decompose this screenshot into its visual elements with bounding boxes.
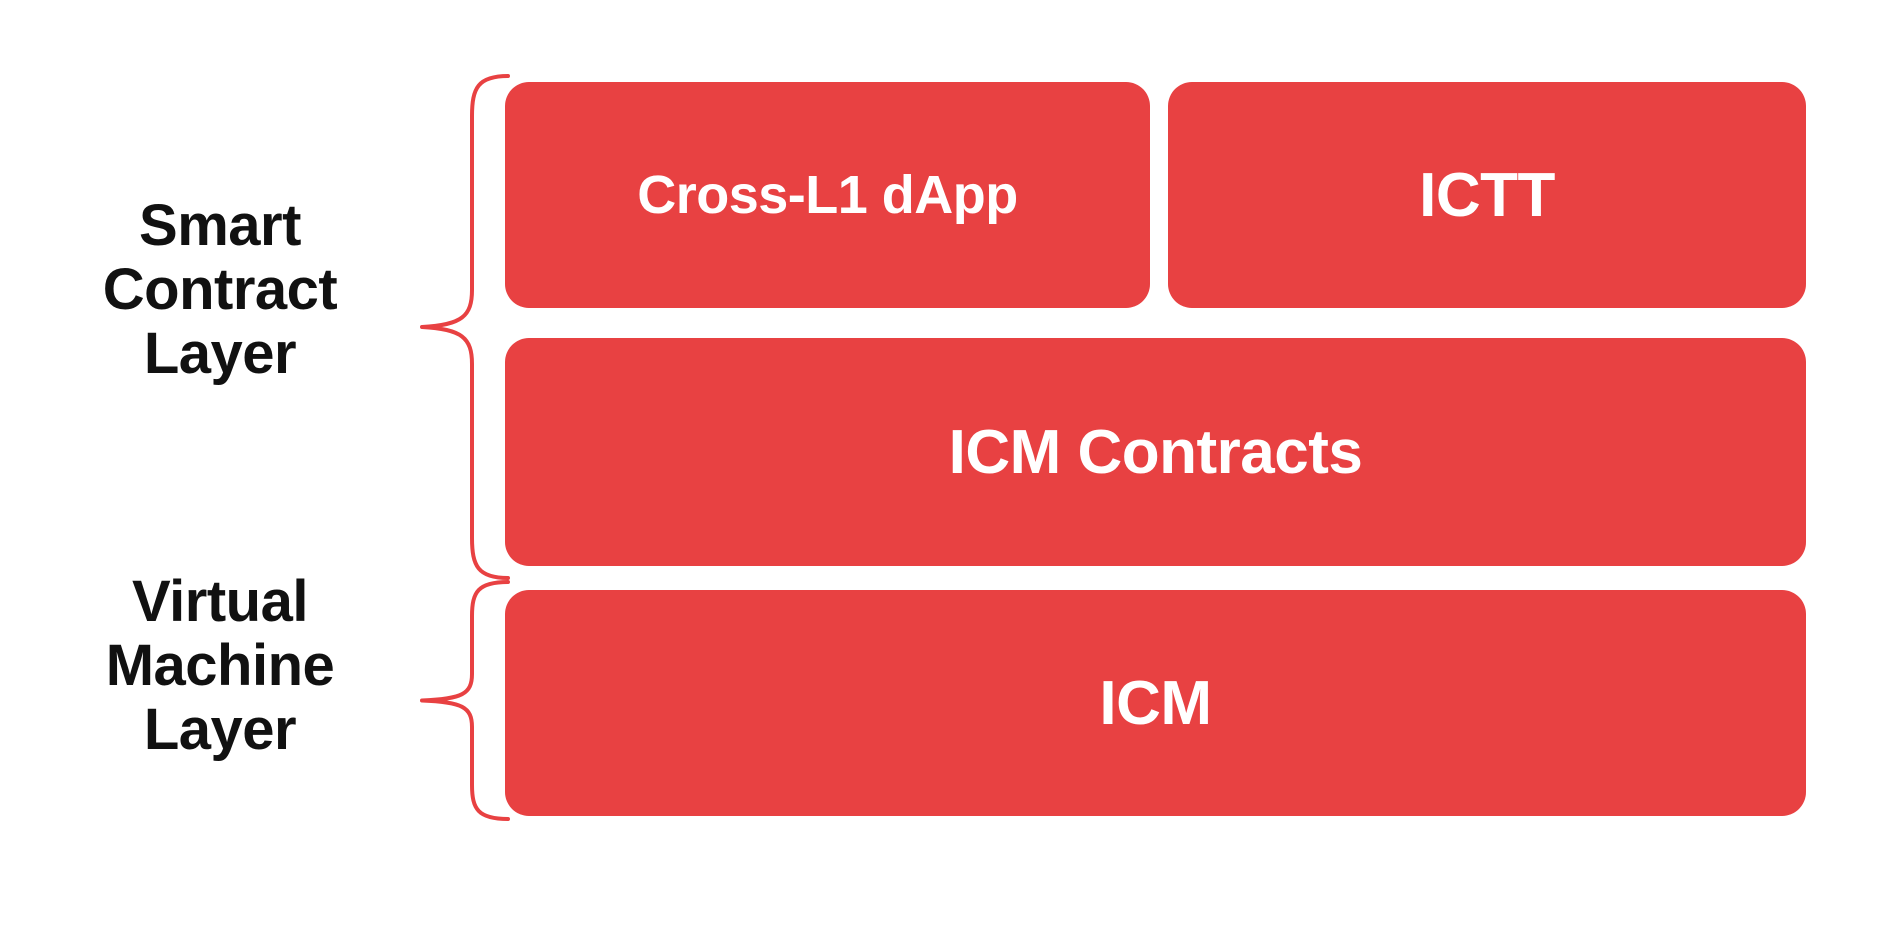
box-label-ictt: ICTT (1419, 160, 1555, 230)
box-icm[interactable]: ICM (505, 590, 1806, 816)
box-cross-l1-dapp[interactable]: Cross-L1 dApp (505, 82, 1150, 308)
curly-brace-svg (400, 72, 510, 582)
box-label-icm-contracts: ICM Contracts (948, 417, 1363, 487)
curly-brace-virtual-machine-icon (400, 578, 510, 823)
box-label-cross-l1-dapp: Cross-L1 dApp (637, 165, 1018, 225)
box-icm-contracts[interactable]: ICM Contracts (505, 338, 1806, 566)
layer-label-smart-contract: Smart Contract Layer (102, 193, 338, 386)
box-label-icm: ICM (1099, 668, 1212, 738)
layer-label-virtual-machine: Virtual Machine Layer (105, 569, 335, 762)
box-ictt[interactable]: ICTT (1168, 82, 1806, 308)
curly-brace-smart-contract-icon (400, 72, 510, 582)
curly-brace-svg (400, 578, 510, 823)
